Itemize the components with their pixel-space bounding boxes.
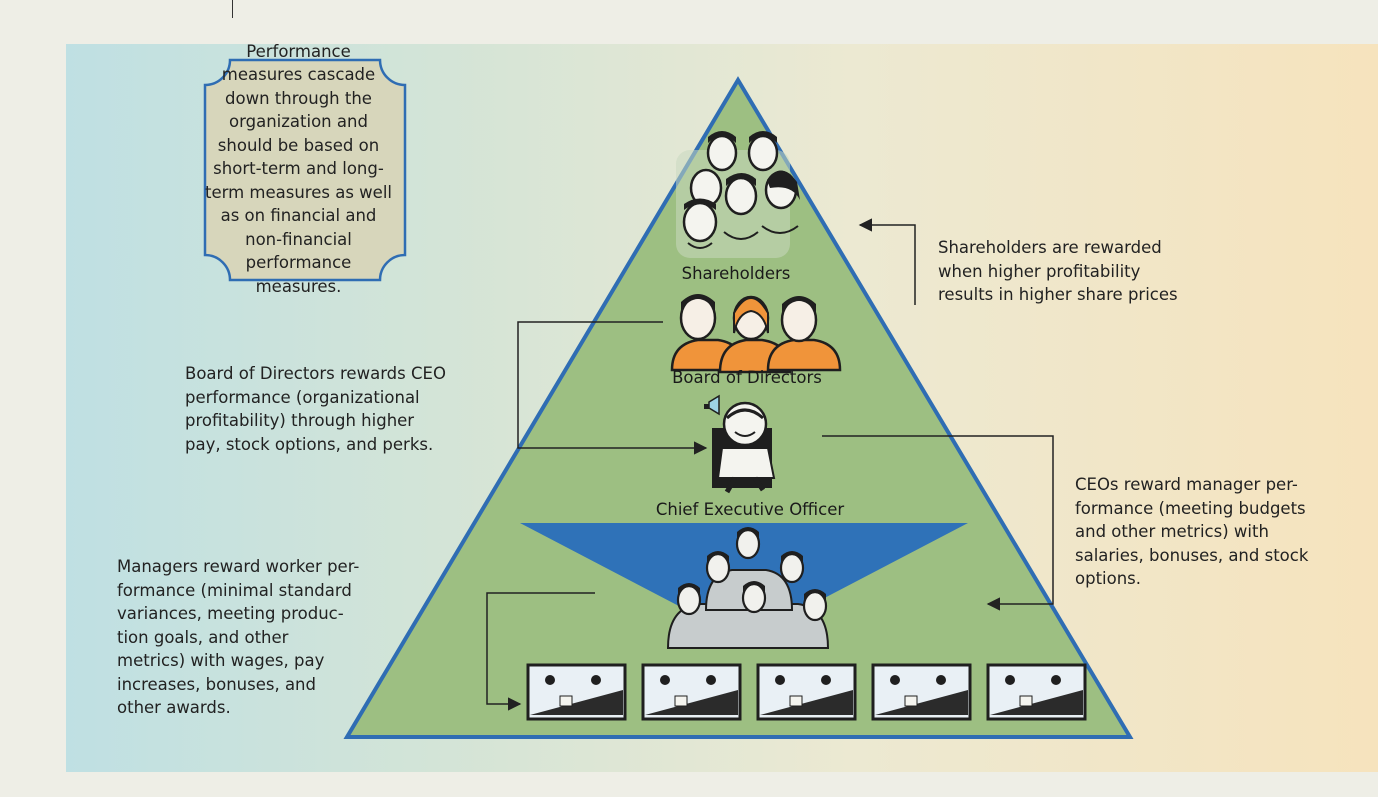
annotation-line: formance (meeting budgets xyxy=(1075,498,1306,518)
annotation-line: variances, meeting produc- xyxy=(117,604,344,623)
board-label: Board of Directors xyxy=(672,368,822,387)
ceo-illustration xyxy=(704,394,776,494)
annotation-line: metrics) with wages, pay xyxy=(117,651,325,670)
managers-annotation: Managers reward worker per- formance (mi… xyxy=(117,555,377,720)
worker-panel xyxy=(526,663,627,721)
board-annotation: Board of Directors rewards CEO performan… xyxy=(185,362,455,456)
board-arrow xyxy=(517,321,708,455)
worker-panel xyxy=(756,663,857,721)
ceo-label: Chief Executive Officer xyxy=(655,500,845,519)
worker-panel xyxy=(641,663,742,721)
managers-arrow xyxy=(486,592,595,711)
shareholders-arrow xyxy=(858,218,916,305)
managers-illustration xyxy=(666,527,830,649)
annotation-line: Managers reward worker per- xyxy=(117,557,360,576)
ceo-annotation: CEOs reward manager per- formance (meeti… xyxy=(1075,473,1345,591)
board-illustration xyxy=(670,294,842,374)
top-tick-mark xyxy=(232,0,233,18)
shareholders-annotation: Shareholders are rewarded when higher pr… xyxy=(938,236,1178,307)
annotation-line: other awards. xyxy=(117,698,231,717)
annotation-line: salaries, bonuses, and stock xyxy=(1075,545,1309,565)
worker-panel xyxy=(986,663,1087,721)
callout-frame xyxy=(203,58,407,282)
annotation-line: Shareholders are rewarded xyxy=(938,238,1162,257)
annotation-line: formance (minimal standard xyxy=(117,580,352,600)
annotation-line: increases, bonuses, and xyxy=(117,674,316,694)
annotation-line: tion goals, and other xyxy=(117,627,289,647)
ceo-arrow xyxy=(822,435,1054,611)
shareholders-label: Shareholders xyxy=(681,264,791,283)
worker-panel xyxy=(871,663,972,721)
annotation-line: Board of Directors rewards CEO xyxy=(185,364,446,383)
callout-text: Performance measures cascade down throug… xyxy=(204,42,392,296)
shareholders-illustration xyxy=(676,131,800,258)
annotation-line: when higher profitability xyxy=(938,261,1141,281)
annotation-line: profitability) through higher xyxy=(185,411,415,430)
annotation-line: options. xyxy=(1075,569,1142,588)
annotation-line: and other metrics) with xyxy=(1075,522,1269,541)
workers-row xyxy=(526,663,1087,721)
annotation-line: results in higher share prices xyxy=(938,285,1178,304)
annotation-line: performance (organizational xyxy=(185,387,420,407)
annotation-line: pay, stock options, and perks. xyxy=(185,434,434,454)
annotation-line: CEOs reward manager per- xyxy=(1075,475,1298,494)
